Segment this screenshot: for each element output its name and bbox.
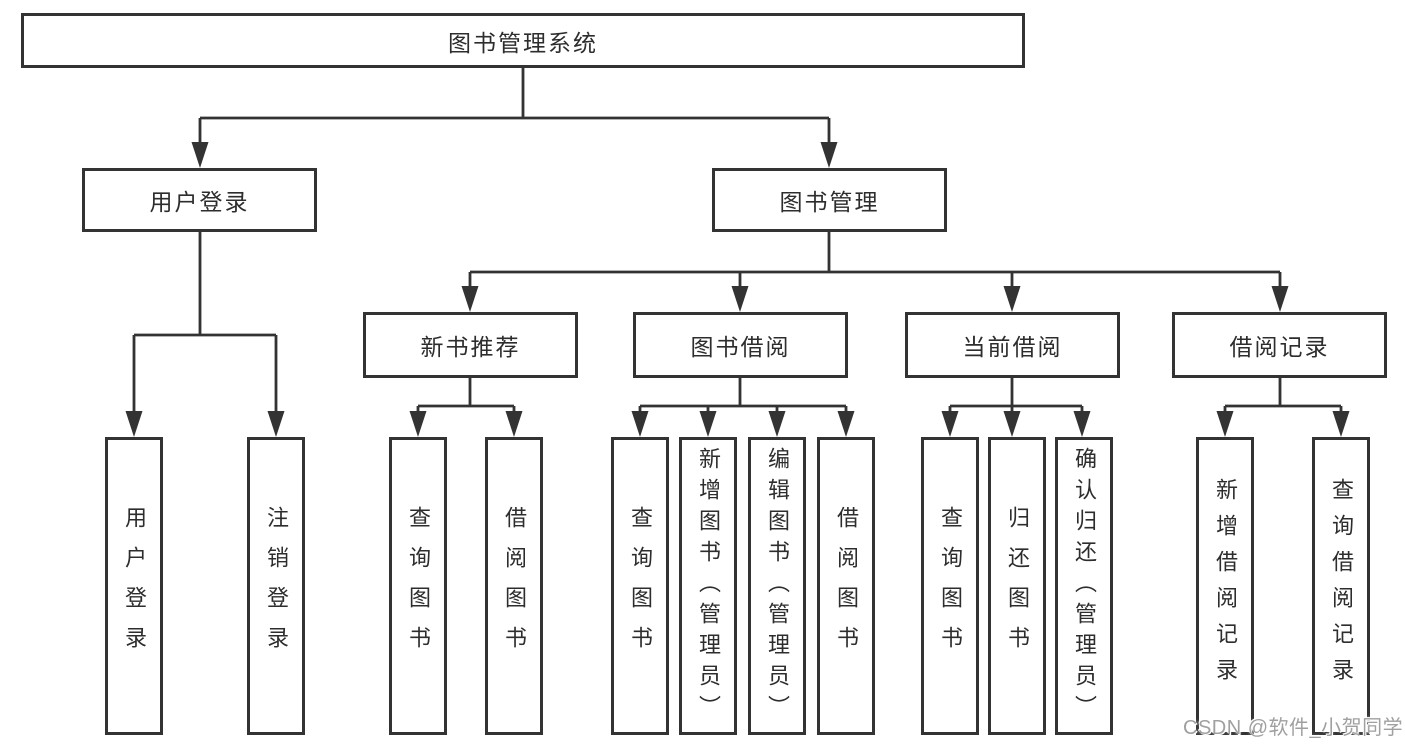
node-book-management: 图书管理	[712, 168, 947, 232]
leaf-user-login: 用户登录	[105, 437, 163, 735]
csdn-watermark: CSDN @软件_小贺同学	[1183, 717, 1404, 739]
node-new-book-recommend: 新书推荐	[363, 312, 578, 378]
leaf-logout: 注销登录	[247, 437, 305, 735]
arrowhead-icons	[125, 142, 1350, 437]
node-current-borrow-label: 当前借阅	[962, 334, 1063, 360]
node-current-borrow: 当前借阅	[905, 312, 1120, 378]
leaf-add-book-admin: 新增图书（管理员）	[679, 437, 737, 735]
leaf-add-borrow-record-label: 新增借阅记录	[1213, 478, 1238, 694]
leaf-user-login-label: 用户登录	[122, 506, 147, 666]
leaf-confirm-return-admin-label: 确认归还（管理员）	[1072, 446, 1097, 726]
leaf-borrow-books-recommend-label: 借阅图书	[502, 506, 527, 666]
leaf-return-book: 归还图书	[988, 437, 1046, 735]
leaf-add-book-admin-label: 新增图书（管理员）	[696, 446, 721, 726]
node-book-borrow: 图书借阅	[633, 312, 848, 378]
leaf-borrow-books-recommend: 借阅图书	[485, 437, 543, 735]
node-book-borrow-label: 图书借阅	[690, 334, 791, 360]
node-user-login-label: 用户登录	[149, 189, 250, 215]
leaf-logout-label: 注销登录	[264, 506, 289, 666]
leaf-query-borrow-record: 查询借阅记录	[1312, 437, 1370, 735]
node-borrow-records-label: 借阅记录	[1229, 334, 1330, 360]
leaf-query-books-recommend-label: 查询图书	[406, 506, 431, 666]
leaf-query-books-borrow-label: 查询图书	[628, 506, 653, 666]
leaf-query-books-current-label: 查询图书	[938, 506, 963, 666]
node-new-book-recommend-label: 新书推荐	[420, 334, 521, 360]
node-borrow-records: 借阅记录	[1172, 312, 1387, 378]
node-book-management-label: 图书管理	[779, 189, 880, 215]
leaf-edit-book-admin: 编辑图书（管理员）	[748, 437, 806, 735]
leaf-add-borrow-record: 新增借阅记录	[1196, 437, 1254, 735]
leaf-confirm-return-admin: 确认归还（管理员）	[1055, 437, 1113, 735]
leaf-edit-book-admin-label: 编辑图书（管理员）	[765, 446, 790, 726]
leaf-borrow-books-label: 借阅图书	[834, 506, 859, 666]
node-root-label: 图书管理系统	[448, 29, 598, 56]
node-user-login: 用户登录	[82, 168, 317, 232]
leaf-query-borrow-record-label: 查询借阅记录	[1329, 478, 1354, 694]
leaf-return-book-label: 归还图书	[1005, 506, 1030, 666]
connector-elbows	[132, 68, 1343, 415]
leaf-borrow-books: 借阅图书	[817, 437, 875, 735]
leaf-query-books-current: 查询图书	[921, 437, 979, 735]
leaf-query-books-borrow: 查询图书	[611, 437, 669, 735]
node-root: 图书管理系统	[21, 13, 1025, 68]
leaf-query-books-recommend: 查询图书	[389, 437, 447, 735]
